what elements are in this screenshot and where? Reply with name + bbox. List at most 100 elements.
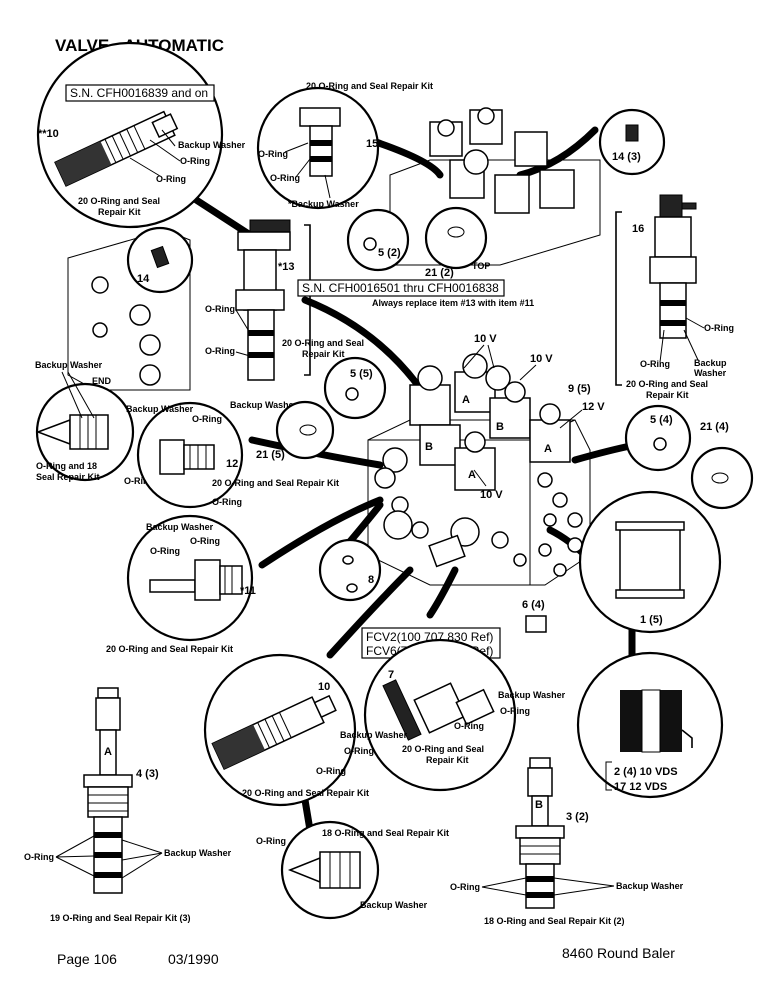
detail-circle-item5-4: 5 (4) [624, 404, 692, 472]
label-9: 9 (5) [568, 383, 591, 395]
label-backup-i: Backup Washer [164, 848, 232, 858]
detail-circle-item5-2: 5 (2) [346, 208, 410, 272]
label-16: 16 [632, 223, 644, 235]
label-kit20-a: 20 O-Ring and Seal [78, 196, 160, 206]
label-oring-kit-b: Seal Repair Kit [36, 472, 100, 482]
cartridge-13: *13 O-Ring O-Ring Backup Washer 20 O-Rin… [205, 219, 364, 410]
label-end: END [92, 376, 112, 386]
label-12: 12 [226, 458, 238, 470]
cartridge-16: 16 O-Ring O-Ring Backup Washer 20 O-Ring… [626, 194, 734, 400]
detail-circle-item18-left: Backup Washer O-Ring and 18 Seal Repair … [35, 360, 154, 486]
sn-box-2-text: S.N. CFH0016501 thru CFH0016838 [302, 281, 499, 295]
footer-page: Page 106 [57, 951, 117, 967]
footer-model: 8460 Round Baler [562, 945, 675, 961]
sn-box-1-text: S.N. CFH0016839 and on [70, 86, 208, 100]
cartridge-4: A 4 (3) O-Ring Backup Washer 19 O-Ring a… [24, 687, 232, 923]
detail-circle-item1: 1 (5) [578, 490, 722, 634]
footer-date: 03/1990 [168, 951, 219, 967]
label-oring-m: O-Ring [150, 546, 180, 556]
label-4-A: A [104, 746, 112, 758]
label-oring-n: O-Ring [500, 706, 530, 716]
coil-legend-17: 17 12 VDS [614, 781, 667, 793]
label-backup-j: Backup Washer [360, 900, 428, 910]
label-13: *13 [278, 261, 295, 273]
label-14: 14 [137, 273, 150, 285]
coil-label-a2: A [544, 443, 552, 455]
label-11: *11 [240, 585, 256, 597]
label-oring-t: O-Ring [450, 882, 480, 892]
cartridge-10-drawing [54, 110, 179, 187]
label-3: 3 (2) [566, 811, 589, 823]
main-manifold: A B B A A [367, 353, 591, 586]
coil-label-a3: A [468, 469, 476, 481]
label-10-b: 10 [318, 681, 330, 693]
label-oring-j: O-Ring [192, 414, 222, 424]
top-manifold [389, 107, 601, 266]
label-backup-star: *Backup Washer [288, 199, 359, 209]
detail-circle-item21-5: 21 (5) [256, 400, 335, 461]
label-kit20-12: 20 O-Ring and Seal Repair Kit [212, 478, 339, 488]
detail-circle-item14-3: 14 (3) [598, 108, 666, 176]
detail-circle-item8: 8 [318, 538, 382, 602]
coil-legend-2: 2 (4) 10 VDS [614, 766, 678, 778]
label-10v-b: 10 V [530, 353, 553, 365]
label-kit19: 19 O-Ring and Seal Repair Kit (3) [50, 913, 191, 923]
label-5-2: 5 (2) [378, 247, 401, 259]
sn-box-2 [297, 279, 505, 297]
label-4: 4 (3) [136, 768, 159, 780]
label-kit20-b: Repair Kit [98, 207, 141, 217]
label-21-2: 21 (2) [425, 267, 454, 279]
label-backup-f: Backup Washer [146, 522, 214, 532]
detail-circle-item10-b: 10 Backup Washer O-Ring O-Ring 20 O-Ring… [203, 653, 408, 807]
label-oring-d: O-Ring [270, 173, 300, 183]
label-oring-g: O-Ring [704, 323, 734, 333]
label-kit20-mid-b: Repair Kit [302, 349, 345, 359]
label-kit20-11: 20 O-Ring and Seal Repair Kit [106, 644, 233, 654]
label-oring-kit-a: O-Ring and 18 [36, 461, 97, 471]
detail-circle-item15: 20 O-Ring and Seal Repair Kit 15 O-Ring … [256, 81, 433, 210]
label-10v-c: 10 V [480, 489, 503, 501]
detail-circle-item21-4: 21 (4) [690, 421, 754, 510]
label-oring-l: O-Ring [190, 536, 220, 546]
label-10: **10 [38, 128, 59, 140]
label-oring-q: O-Ring [316, 766, 346, 776]
detail-circle-item21-2: 21 (2) TOP [424, 206, 490, 279]
label-backup-b: Backup Washer [230, 400, 298, 410]
label-kit20-10b: 20 O-Ring and Seal Repair Kit [242, 788, 369, 798]
label-kit20-7a: 20 O-Ring and Seal [402, 744, 484, 754]
label-oring-h: O-Ring [640, 359, 670, 369]
detail-circle-item7: 7 Backup Washer O-Ring O-Ring 20 O-Ring … [363, 638, 566, 792]
label-oring-r: O-Ring [24, 852, 54, 862]
label-kit20-right-a: 20 O-Ring and Seal [626, 379, 708, 389]
label-3-B: B [535, 799, 543, 811]
coil-label-b2: B [496, 421, 504, 433]
label-oring-b: O-Ring [156, 174, 186, 184]
end-block: END 14 [67, 226, 194, 391]
sn-box-1 [65, 84, 215, 102]
label-backup-e: Backup Washer [126, 404, 194, 414]
detail-circle-item11: Backup Washer O-Ring O-Ring *11 20 O-Rin… [106, 514, 256, 654]
label-top: TOP [472, 261, 490, 271]
label-oring-c: O-Ring [258, 149, 288, 159]
label-oring-i: O-Ring [124, 476, 154, 486]
part-6: 6 (4) [522, 599, 547, 633]
label-5-4: 5 (4) [650, 414, 673, 426]
label-backup-d: Backup Washer [35, 360, 103, 370]
label-backup-g: Backup Washer [498, 690, 566, 700]
label-8: 8 [368, 574, 374, 586]
label-7: 7 [388, 669, 394, 681]
label-12v: 12 V [582, 401, 605, 413]
label-6: 6 (4) [522, 599, 545, 611]
cartridge-3: B 3 (2) O-Ring Backup Washer 18 O-Ring a… [450, 757, 684, 926]
label-oring-p: O-Ring [344, 746, 374, 756]
label-oring-e: O-Ring [205, 304, 235, 314]
label-backup-c2: Washer [694, 368, 727, 378]
label-21-5: 21 (5) [256, 449, 285, 461]
label-14-3: 14 (3) [612, 151, 641, 163]
label-kit18-c: 18 O-Ring and Seal Repair Kit (2) [484, 916, 625, 926]
label-kit20-mid-a: 20 O-Ring and Seal [282, 338, 364, 348]
label-backup-k: Backup Washer [616, 881, 684, 891]
label-backup-washer-a: Backup Washer [178, 140, 246, 150]
label-21-4: 21 (4) [700, 421, 729, 433]
